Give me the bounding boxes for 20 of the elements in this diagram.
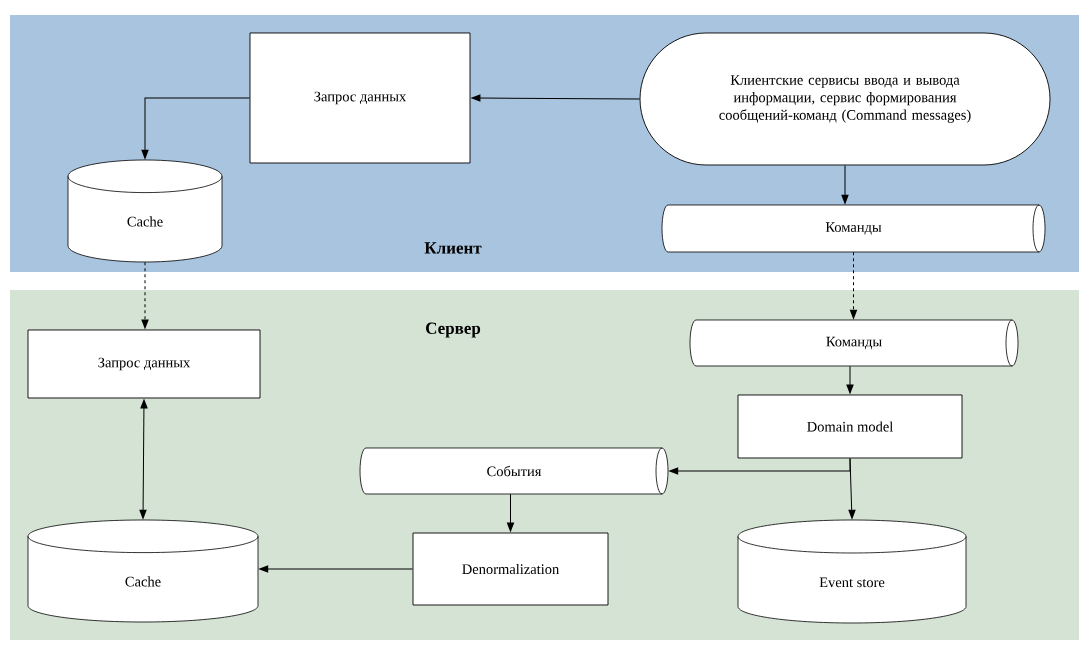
database-cylinder: Event store xyxy=(737,519,967,624)
arrow xyxy=(141,261,149,330)
arrow xyxy=(846,365,854,395)
arrow xyxy=(841,164,849,205)
arrow xyxy=(470,94,641,102)
process-box: Запрос данных xyxy=(249,32,471,164)
queue-tube: Команды xyxy=(661,204,1046,253)
process-box: Domain model xyxy=(737,394,963,459)
process-box: Denormalization xyxy=(412,532,609,606)
arrow xyxy=(141,97,251,160)
arrow xyxy=(506,493,515,533)
queue-tube: Команды xyxy=(689,319,1019,367)
arrow xyxy=(139,398,148,520)
database-cylinder: Cache xyxy=(67,159,223,263)
arrow xyxy=(258,565,414,573)
arrow xyxy=(848,457,856,520)
arrow xyxy=(849,251,858,320)
process-box: Запрос данных xyxy=(27,329,261,399)
queue-tube: События xyxy=(359,447,669,495)
database-cylinder: Cache xyxy=(27,519,259,623)
